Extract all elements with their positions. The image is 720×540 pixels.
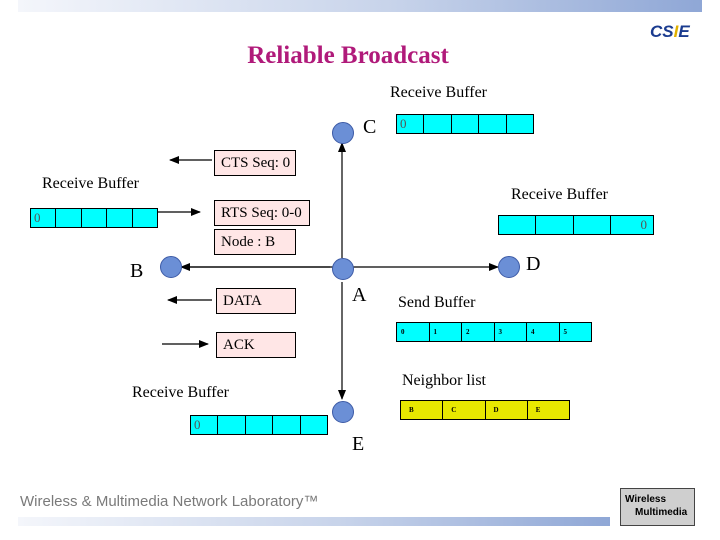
buffer-cell <box>499 216 537 234</box>
data-packet: DATA <box>216 288 296 314</box>
buffer-cell <box>452 115 480 133</box>
buffer-cell <box>133 209 157 227</box>
wm-logo-line2: Multimedia <box>635 507 688 518</box>
send-buffer-cell: 2 <box>462 323 495 341</box>
neighbor-cell: C <box>443 401 486 419</box>
send-buffer-label: Send Buffer <box>398 294 476 311</box>
header-gradient-bar <box>18 0 702 12</box>
cse-logo: CSIE <box>650 22 690 41</box>
send-buffer-cell: 1 <box>430 323 462 341</box>
buffer-cell <box>56 209 82 227</box>
buffer-cell: 0 <box>191 416 219 434</box>
send-buffer-cell: 4 <box>527 323 560 341</box>
slide-title: Reliable Broadcast <box>247 42 449 69</box>
cts-packet: CTS Seq: 0 <box>214 150 296 176</box>
buffer-cell <box>479 115 507 133</box>
node-label-e: E <box>352 433 365 455</box>
send-buffer: 0 1 2 3 4 5 <box>396 322 592 342</box>
node-d[interactable] <box>498 256 520 278</box>
buffer-cell: 0 <box>31 209 57 227</box>
node-a[interactable] <box>332 258 354 280</box>
ack-packet: ACK <box>216 332 296 358</box>
buffer-cell <box>246 416 274 434</box>
buffer-cell <box>507 115 533 133</box>
receive-buffer-d: 0 <box>498 215 654 235</box>
receive-buffer-label-b: Receive Buffer <box>42 175 139 192</box>
neighbor-list: B C D E <box>400 400 570 420</box>
buffer-cell <box>218 416 246 434</box>
node-label-b: B <box>130 260 144 282</box>
footer-gradient-bar <box>18 517 610 526</box>
wm-lab-logo: Wireless Multimedia <box>620 488 695 526</box>
buffer-cell <box>301 416 327 434</box>
send-buffer-cell: 0 <box>397 323 430 341</box>
receive-buffer-c: 0 <box>396 114 534 134</box>
neighbor-list-label: Neighbor list <box>402 372 486 389</box>
rts-packet: RTS Seq: 0-0 <box>214 200 310 226</box>
send-buffer-cell: 5 <box>563 328 568 336</box>
buffer-cell: 0 <box>397 115 425 133</box>
buffer-cell: 0 <box>640 217 648 232</box>
buffer-cell <box>273 416 301 434</box>
node-label-a: A <box>352 284 367 306</box>
buffer-cell <box>424 115 452 133</box>
neighbor-cell: B <box>401 401 444 419</box>
wm-logo-line1: Wireless <box>625 494 667 505</box>
receive-buffer-label-c: Receive Buffer <box>390 84 487 101</box>
node-label-c: C <box>363 116 377 138</box>
node-c[interactable] <box>332 122 354 144</box>
node-e[interactable] <box>332 401 354 423</box>
node-packet: Node : B <box>214 229 296 255</box>
node-label-d: D <box>526 253 541 275</box>
receive-buffer-label-d: Receive Buffer <box>511 186 608 203</box>
buffer-cell <box>82 209 108 227</box>
footer-lab-name: Wireless & Multimedia Network Laboratory… <box>20 493 319 510</box>
buffer-cell <box>107 209 133 227</box>
buffer-cell <box>574 216 611 234</box>
receive-buffer-label-e: Receive Buffer <box>132 384 229 401</box>
neighbor-cell: E <box>535 406 541 414</box>
receive-buffer-e: 0 <box>190 415 328 435</box>
receive-buffer-b: 0 <box>30 208 158 228</box>
send-buffer-cell: 3 <box>495 323 527 341</box>
neighbor-cell: D <box>486 401 528 419</box>
node-b[interactable] <box>160 256 182 278</box>
buffer-cell <box>536 216 574 234</box>
